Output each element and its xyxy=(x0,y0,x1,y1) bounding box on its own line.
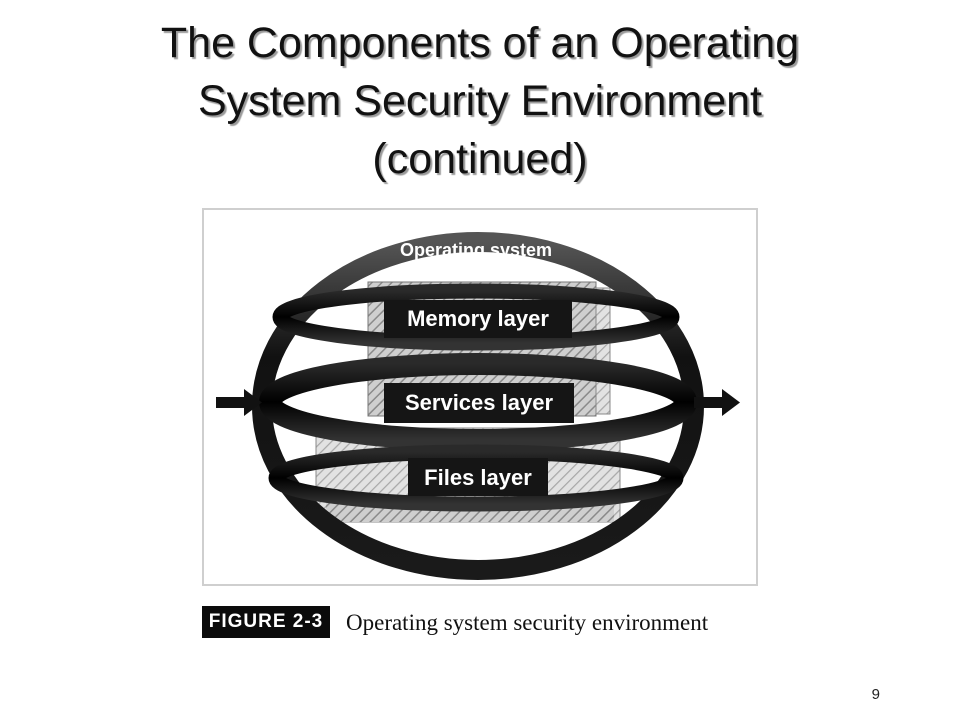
stack-block-top-side xyxy=(595,287,611,415)
slide-title-line-1: The Components of an Operating xyxy=(160,19,800,67)
services-layer-label: Services layer xyxy=(405,390,553,415)
services-layer-band xyxy=(259,353,697,451)
figure-number-badge: FIGURE 2-3 xyxy=(202,606,330,638)
memory-layer-band xyxy=(272,283,680,351)
slide-title-line-2: System Security Environment xyxy=(198,77,762,125)
files-layer-label-box xyxy=(408,458,548,496)
slide-title: The Components of an Operating System Se… xyxy=(0,14,960,188)
memory-layer-label: Memory layer xyxy=(407,306,549,331)
figure-caption: Operating system security environment xyxy=(346,610,709,635)
os-security-diagram: Operating system Memory layer Services l… xyxy=(216,232,740,580)
output-arrow-icon xyxy=(694,389,740,416)
files-layer-label: Files layer xyxy=(424,465,532,490)
operating-system-label: Operating system xyxy=(400,240,552,260)
memory-layer-label-box xyxy=(384,300,572,338)
input-arrow-icon xyxy=(216,389,262,416)
slide-title-line-3: (continued) xyxy=(372,135,588,183)
services-layer-label-box xyxy=(384,383,574,423)
files-layer-band xyxy=(268,444,684,512)
page-number: 9 xyxy=(871,686,880,703)
